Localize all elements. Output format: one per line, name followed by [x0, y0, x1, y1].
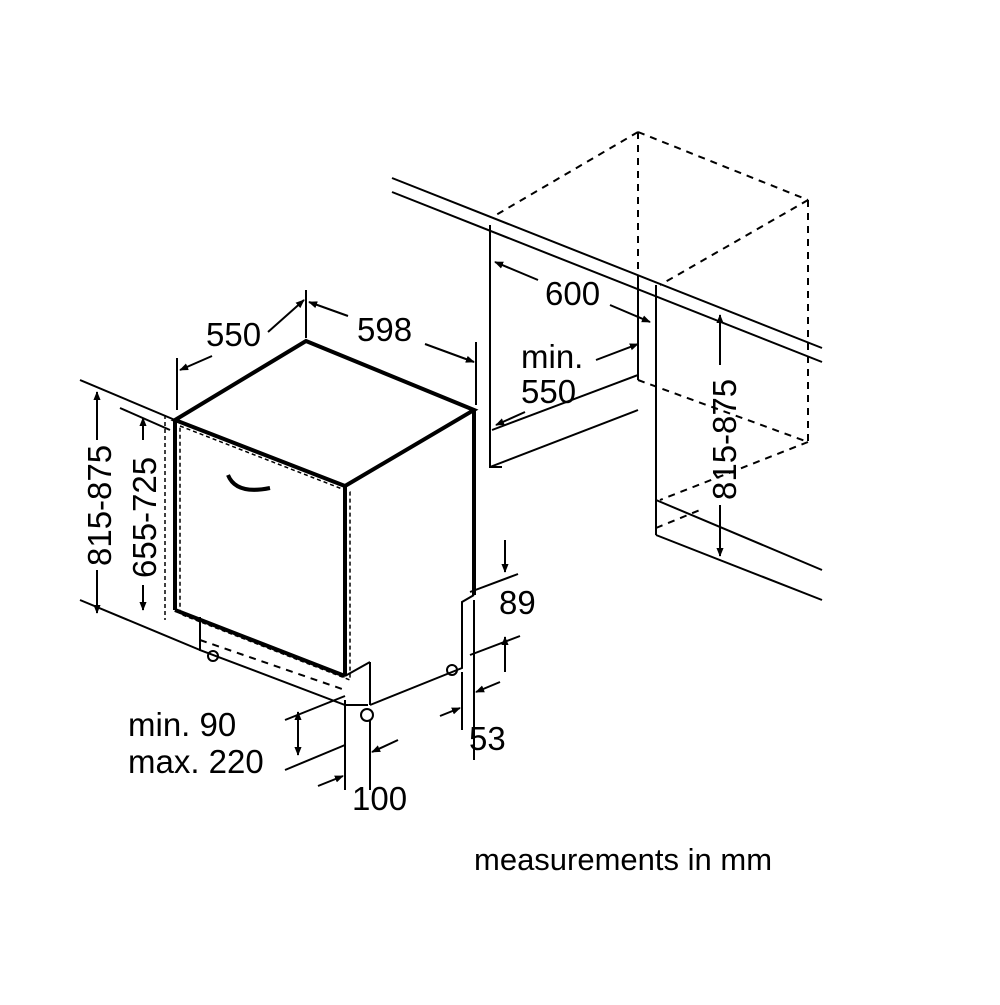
- foot-left: [207, 650, 219, 662]
- plinth-height-max-label: max. 220: [128, 743, 264, 780]
- worktop-top-edge: [391, 177, 823, 349]
- niche-depth-min-label: min.: [521, 338, 583, 375]
- depth-550-arrow-left: [179, 355, 213, 371]
- niche-height-label: 815-875: [706, 379, 743, 500]
- inset-53-arrow-right: [475, 681, 501, 693]
- niche-550-arrow-right: [595, 343, 639, 361]
- niche-600-arrow-right: [609, 304, 651, 323]
- plinth-depth-arrow-right: [371, 739, 399, 753]
- appliance-height-label: 815-875: [81, 445, 118, 566]
- niche-width-label: 600: [545, 275, 600, 312]
- kitchen-niche: [391, 131, 823, 601]
- plinth-depth-label: 100: [352, 780, 407, 817]
- niche-550-arrow-left: [495, 411, 526, 426]
- worktop-bottom-edge: [391, 191, 823, 363]
- niche-left-panel: [489, 225, 502, 468]
- units-caption: measurements in mm: [474, 842, 772, 877]
- plinth-right: [369, 594, 475, 706]
- foot-offset-label: 89: [499, 584, 536, 621]
- foot-front: [360, 708, 374, 722]
- right-cabinet-base-line: [655, 499, 823, 571]
- niche-600-arrow-left: [494, 261, 539, 281]
- dishwasher-outline: [164, 338, 479, 722]
- niche-floor-line: [489, 409, 639, 468]
- dimension-lines: [79, 261, 724, 790]
- appliance-depth-label: 550: [206, 316, 261, 353]
- appliance-width-label: 598: [357, 311, 412, 348]
- inner-height-label: 655-725: [126, 457, 163, 578]
- door-handle: [226, 474, 271, 492]
- width-598-arrow-right: [424, 343, 475, 363]
- foot-right: [446, 664, 458, 676]
- plinth-front: [199, 617, 368, 706]
- niche-depth-value-label: 550: [521, 373, 576, 410]
- plinth-height-min-label: min. 90: [128, 706, 236, 743]
- plinth-depth-arrow-left: [317, 775, 344, 787]
- foot-inset-label: 53: [469, 720, 506, 757]
- upper-cabinet-dashed: [637, 131, 809, 201]
- inset-53-arrow-left: [439, 707, 461, 717]
- width-598-arrow-left: [308, 301, 349, 317]
- dishwasher-top: [170, 338, 479, 489]
- right-cabinet-plinth-line: [655, 534, 823, 601]
- door-panel-dashed: [179, 424, 351, 682]
- dishwasher-front-bottom-edge: [174, 608, 346, 678]
- niche-back-floor-line: [491, 374, 639, 431]
- depth-550-arrow-right: [267, 299, 305, 333]
